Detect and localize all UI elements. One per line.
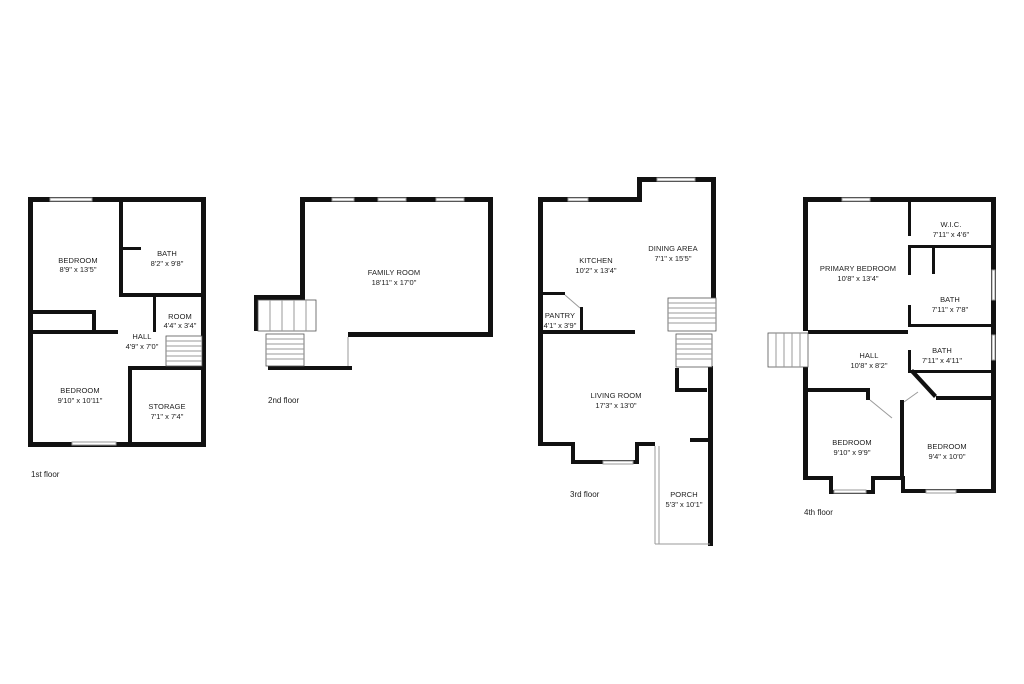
- stairs-3: [667, 297, 717, 368]
- floor-3-plan: KITCHEN 10'2" x 13'4" DINING AREA 7'1" x…: [538, 177, 717, 546]
- room-name: ROOM: [168, 312, 192, 321]
- room-name: KITCHEN: [579, 256, 613, 265]
- room-dims: 7'11" x 7'8": [932, 305, 969, 314]
- room-dims: 10'2" x 13'4": [575, 266, 616, 275]
- room-name: BATH: [932, 346, 952, 355]
- stairs-4: [767, 332, 809, 368]
- room-name: HALL: [132, 332, 151, 341]
- room-dims: 8'9" x 13'5": [60, 265, 97, 274]
- floor-1-plan: BEDROOM 8'9" x 13'5" BATH 8'2" x 9'8" RO…: [28, 197, 206, 479]
- floor-label: 3rd floor: [570, 490, 600, 499]
- room-name: BEDROOM: [60, 386, 99, 395]
- floor-4-plan: W.I.C. 7'11" x 4'6" PRIMARY BEDROOM 10'8…: [767, 197, 996, 517]
- room-dims: 10'8" x 13'4": [837, 274, 878, 283]
- room-name: BATH: [940, 295, 960, 304]
- room-dims: 9'4" x 10'0": [929, 452, 966, 461]
- room-dims: 5'3" x 10'1": [666, 500, 703, 509]
- room-name: FAMILY ROOM: [368, 268, 421, 277]
- room-dims: 17'3" x 13'0": [595, 401, 636, 410]
- room-name: PRIMARY BEDROOM: [820, 264, 896, 273]
- floor-label: 4th floor: [804, 508, 833, 517]
- room-name: BATH: [157, 249, 177, 258]
- room-dims: 4'1" x 3'9": [544, 321, 577, 330]
- room-name: PORCH: [670, 490, 698, 499]
- room-dims: 7'11" x 4'11": [922, 356, 962, 365]
- room-name: DINING AREA: [648, 244, 697, 253]
- room-dims: 18'11" x 17'0": [372, 278, 417, 287]
- room-dims: 4'4" x 3'4": [164, 321, 197, 330]
- floor-label: 2nd floor: [268, 396, 299, 405]
- room-dims: 7'11" x 4'6": [933, 230, 970, 239]
- room-name: HALL: [859, 351, 878, 360]
- room-name: BEDROOM: [832, 438, 871, 447]
- floor-label: 1st floor: [31, 470, 60, 479]
- room-dims: 9'10" x 10'11": [58, 396, 103, 405]
- room-dims: 7'1" x 7'4": [151, 412, 184, 421]
- room-dims: 10'8" x 8'2": [851, 361, 888, 370]
- room-dims: 4'9" x 7'0": [126, 342, 159, 351]
- stairs-2: [257, 299, 317, 367]
- stairs-1: [165, 335, 203, 367]
- room-dims: 9'10" x 9'9": [834, 448, 871, 457]
- room-dims: 8'2" x 9'8": [151, 259, 184, 268]
- floor-2-plan: FAMILY ROOM 18'11" x 17'0" 2nd floor: [254, 197, 493, 405]
- room-name: BEDROOM: [927, 442, 966, 451]
- room-name: BEDROOM: [58, 256, 97, 265]
- room-name: STORAGE: [148, 402, 185, 411]
- room-dims: 7'1" x 15'5": [655, 254, 692, 263]
- room-name: PANTRY: [545, 311, 575, 320]
- room-name: LIVING ROOM: [590, 391, 641, 400]
- room-name: W.I.C.: [940, 220, 961, 229]
